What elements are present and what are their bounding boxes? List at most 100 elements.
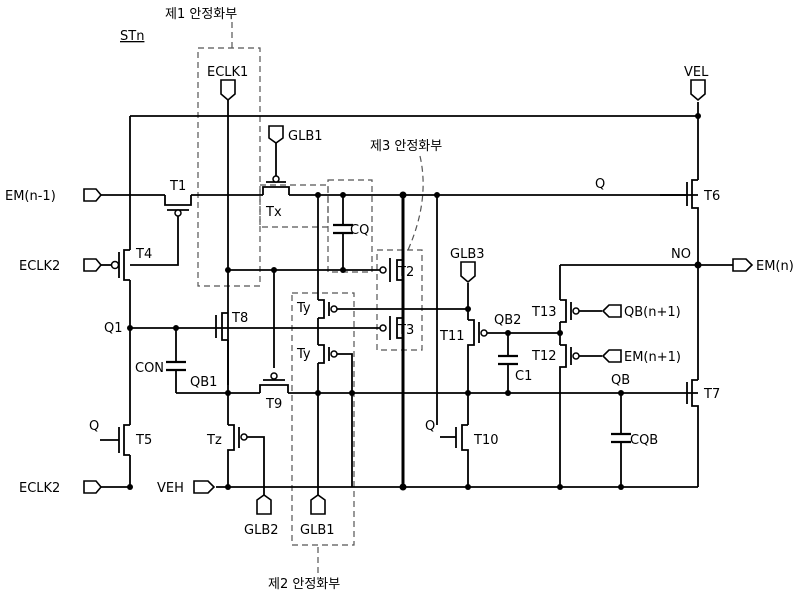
t2-label: T2 [397, 265, 414, 280]
q-t5-label: Q [89, 419, 99, 434]
em-prev-pin [84, 189, 101, 201]
t7-label: T7 [703, 387, 720, 402]
stage-label: STn [120, 29, 144, 44]
t12-label: T12 [531, 349, 556, 364]
eclk2-bottom-pin [84, 481, 101, 493]
t6-label: T6 [703, 189, 720, 204]
qb1-node-label: QB1 [190, 375, 217, 390]
t13-channel [560, 300, 566, 322]
qb-junction-ty [315, 390, 321, 396]
glb1-bottom-pin [311, 495, 325, 514]
ty-bottom-channel [318, 345, 324, 363]
t8-label: T8 [231, 311, 248, 326]
t10-label: T10 [473, 433, 498, 448]
t9-gate-bubble [271, 373, 277, 379]
con-plates [166, 362, 186, 370]
t11-channel [468, 320, 474, 425]
glb1-bottom-label: GLB1 [300, 523, 335, 538]
t1-label: T1 [169, 179, 186, 194]
q1-junction-left [127, 325, 133, 331]
t5-channel [124, 425, 130, 455]
vel-label: VEL [684, 65, 709, 80]
veh-junction-q [400, 484, 407, 491]
tx-label: Tx [265, 205, 282, 220]
eclk1-junction [225, 267, 231, 273]
em-out-pin [733, 259, 752, 271]
tz-gate-bubble [241, 434, 247, 440]
qb-node-label: QB [611, 373, 630, 388]
cqb-label: CQB [630, 433, 658, 448]
third-stabilizer-label: 제3 안정화부 [370, 139, 442, 154]
t13-gate-bubble [573, 308, 579, 314]
vel-pin [691, 80, 705, 100]
veh-junction-cqb [618, 484, 624, 490]
ty-bottom-label: Ty [296, 347, 311, 362]
qb-next-pin [603, 305, 621, 317]
veh-pin [194, 481, 214, 493]
em-prev-label: EM(n-1) [5, 189, 56, 204]
q1-node-label: Q1 [104, 321, 123, 336]
t1-gate-bubble [175, 210, 181, 216]
eclk1-label: ECLK1 [207, 65, 248, 80]
t13-label: T13 [531, 305, 556, 320]
t7-channel [692, 380, 698, 487]
t9-channel [260, 385, 288, 393]
qb2-junction-right [557, 330, 563, 336]
ty-top-gate-bubble [331, 306, 337, 312]
ty-top-label: Ty [296, 301, 311, 316]
t9-label: T9 [265, 397, 282, 412]
no-node-label: NO [671, 247, 691, 262]
t1-channel [165, 195, 191, 205]
qb-junction-2 [349, 390, 355, 396]
eclk2-bottom-junction [127, 484, 133, 490]
veh-junction-t10 [465, 484, 471, 490]
cq-label: CQ [350, 223, 369, 238]
c1-label: C1 [515, 369, 532, 384]
glb1-top-label: GLB1 [288, 129, 323, 144]
t4-label: T4 [135, 247, 152, 262]
qb1-junction [225, 390, 231, 396]
qb2-node-label: QB2 [494, 313, 521, 328]
t4-channel [124, 250, 130, 280]
t11-gate-bubble [481, 330, 487, 336]
eclk2-bottom-label: ECLK2 [19, 481, 60, 496]
cqb-plates [611, 434, 631, 442]
eclk1-pin [221, 80, 235, 100]
con-node-label: CON [135, 361, 164, 376]
t2-gate-bubble [380, 267, 386, 273]
t11-junction [465, 306, 471, 312]
t3-gate-bubble [380, 325, 386, 331]
t3-label: T3 [397, 323, 414, 338]
glb3-label: GLB3 [450, 247, 485, 262]
ty-bottom-gate-wire [337, 354, 352, 487]
glb2-pin [257, 495, 271, 514]
eclk2-top-pin [84, 259, 101, 271]
third-stabilizer-leader [408, 156, 423, 250]
tx-gate-bubble [273, 176, 279, 182]
em-out-label: EM(n) [756, 259, 794, 274]
veh-label: VEH [157, 481, 184, 496]
cq-junction [340, 267, 346, 273]
t5-label: T5 [135, 433, 152, 448]
first-stabilizer-label: 제1 안정화부 [165, 7, 237, 22]
t12-gate-bubble [573, 353, 579, 359]
t6-channel [692, 180, 698, 380]
second-stabilizer-label: 제2 안정화부 [268, 577, 340, 592]
vel-junction [695, 113, 701, 119]
glb1-top-pin [269, 126, 283, 143]
ty-bottom-gate-bubble [331, 351, 337, 357]
tx-channel [263, 187, 289, 195]
em-next-label: EM(n+1) [624, 350, 681, 365]
t11-label: T11 [439, 329, 464, 344]
no-junction [695, 262, 702, 269]
c1-plates [498, 356, 518, 364]
ty-top-channel [318, 300, 324, 318]
t10-channel [462, 425, 468, 487]
veh-junction-t12 [557, 484, 563, 490]
q-node-label: Q [595, 177, 605, 192]
glb2-wire [247, 437, 264, 500]
em-next-pin [603, 350, 621, 362]
glb2-label: GLB2 [244, 523, 279, 538]
tz-channel [228, 425, 234, 487]
